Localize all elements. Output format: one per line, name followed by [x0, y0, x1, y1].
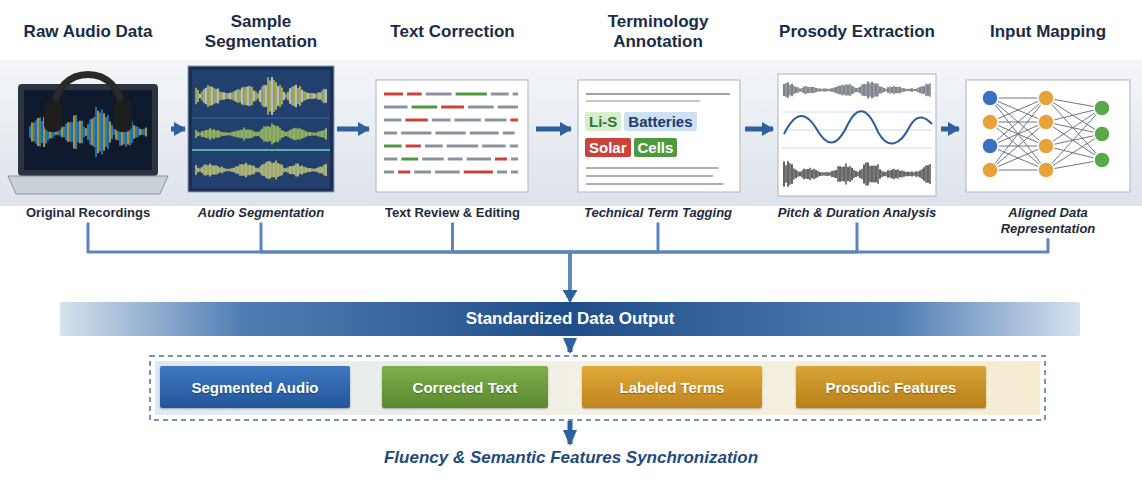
- image-area: [370, 58, 535, 200]
- stage-title: Terminology Annotation: [572, 6, 744, 58]
- stage-title: Prosody Extraction: [774, 6, 940, 58]
- stage-caption: Audio Segmentation: [186, 200, 336, 221]
- box-text: Labeled Terms: [614, 379, 731, 396]
- stage-title: Input Mapping: [960, 6, 1136, 58]
- flow-connector: [453, 223, 571, 301]
- stage-caption: Pitch & Duration Analysis: [774, 200, 940, 221]
- output-box: Labeled Terms: [582, 366, 762, 408]
- network-panel: [966, 80, 1130, 192]
- flow-connector: [745, 127, 773, 132]
- laptop-icon: [8, 75, 168, 195]
- flow-connector: [536, 127, 571, 132]
- process-stage: Text CorrectionText Review & Editing: [370, 6, 535, 221]
- box-text: Standardized Data Output: [460, 309, 681, 329]
- box-text: Segmented Audio: [186, 379, 325, 396]
- stage-caption: Technical Term Tagging: [572, 200, 744, 221]
- flow-connector: [88, 223, 570, 301]
- stage-caption: Original Recordings: [6, 200, 170, 221]
- text-sheet: [376, 80, 528, 192]
- output-box: Corrected Text: [382, 366, 548, 408]
- ground-band: [0, 60, 1142, 206]
- footer-line: Fluency & Semantic Features Synchronizat…: [0, 448, 1142, 468]
- stage-title: Text Correction: [370, 6, 535, 58]
- stage-caption: Aligned Data Representation: [960, 200, 1136, 236]
- process-stage: Input MappingAligned Data Representation: [960, 6, 1136, 236]
- image-area: [774, 58, 940, 200]
- term-tag: Li-S: [585, 112, 621, 131]
- flow-arrow: [568, 421, 573, 444]
- output-group-ground: [155, 361, 1040, 415]
- prosody-plot: [778, 74, 936, 196]
- term-sheet: [578, 80, 740, 192]
- output-band: Standardized Data Output: [60, 302, 1080, 336]
- stage-title: Sample Segmentation: [186, 6, 336, 58]
- flow-connector: [171, 127, 185, 132]
- box-text: Corrected Text: [407, 379, 524, 396]
- image-area: [960, 58, 1136, 200]
- term-tag: Cells: [634, 138, 678, 157]
- term-tag: Batteries: [624, 112, 696, 131]
- output-box: Prosodic Features: [796, 366, 986, 408]
- stage-title: Raw Audio Data: [6, 6, 170, 58]
- process-stage: Raw Audio DataOriginal Recordings: [6, 6, 170, 221]
- output-box: Segmented Audio: [160, 366, 350, 408]
- stage-caption: Text Review & Editing: [370, 200, 535, 221]
- process-stage: Sample SegmentationAudio Segmentation: [186, 6, 336, 221]
- flow-connector: [337, 127, 369, 132]
- image-area: [6, 58, 170, 200]
- term-tag: Solar: [585, 138, 631, 157]
- image-area: [186, 58, 336, 200]
- box-text: Prosodic Features: [820, 379, 963, 396]
- process-stage: Prosody ExtractionPitch & Duration Analy…: [774, 6, 940, 221]
- flow-connector: [941, 127, 959, 132]
- output-group-outline: [150, 356, 1045, 420]
- flow-connector: [570, 223, 857, 301]
- flow-arrow: [568, 338, 573, 352]
- flow-connector: [570, 238, 1048, 301]
- footer-text: Fluency & Semantic Features Synchronizat…: [384, 448, 758, 467]
- flow-connector: [261, 223, 570, 301]
- segmentation-screen: [188, 66, 334, 192]
- flow-connector: [570, 223, 658, 301]
